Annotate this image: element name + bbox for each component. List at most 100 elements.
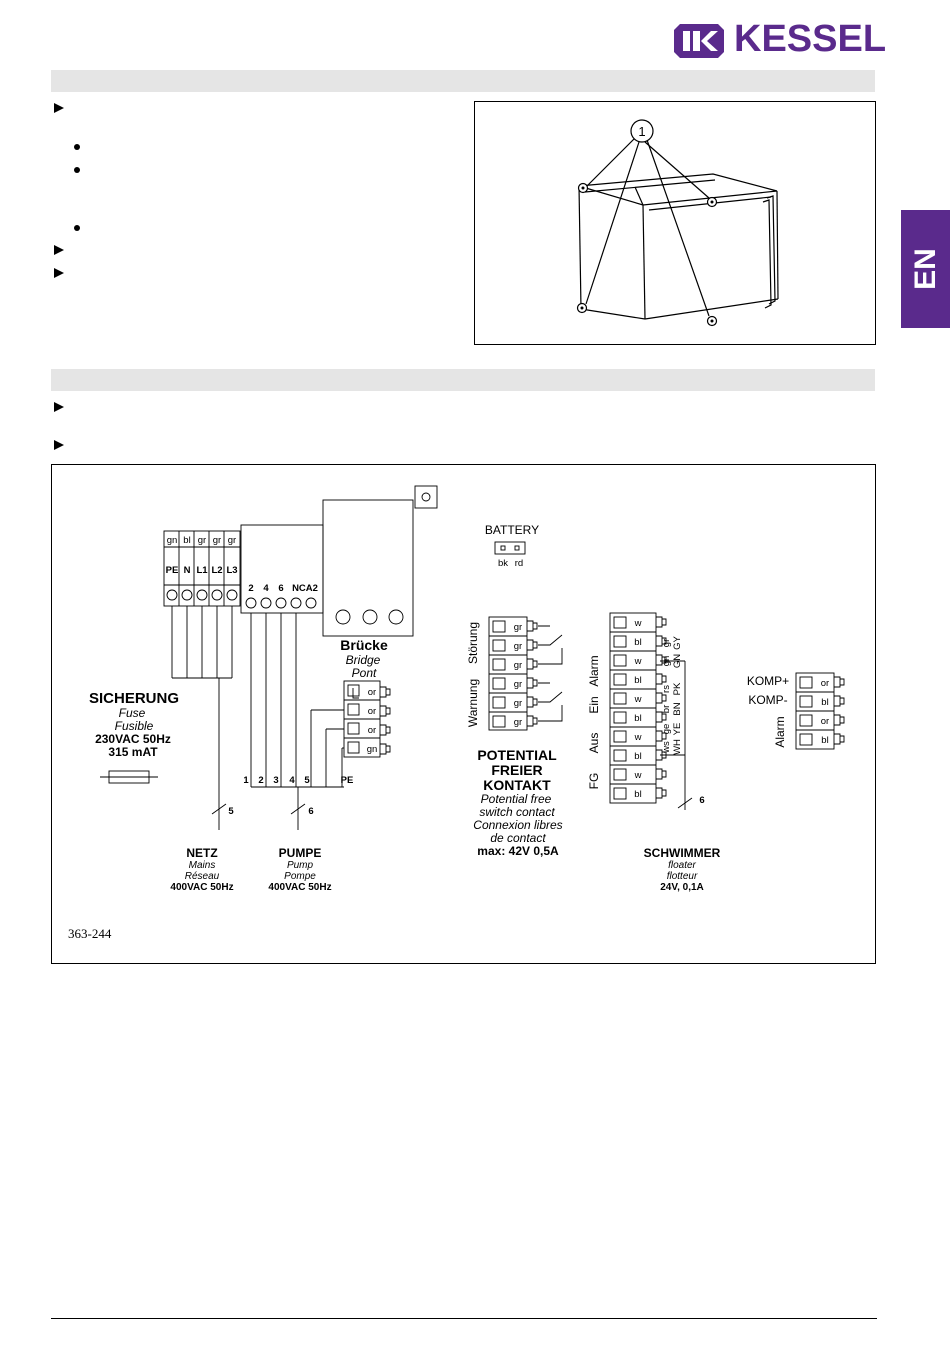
instruction-arrow-icon: [54, 440, 64, 450]
bridge-en: Bridge: [346, 653, 381, 667]
float-code-en: PK: [672, 682, 683, 695]
contact-fr-2: de contact: [490, 831, 546, 845]
komp-alarm-label: Alarm: [773, 716, 787, 747]
pump-fr: Pompe: [284, 871, 316, 882]
wire-color-label: gr: [514, 622, 522, 633]
float-code-de: ws: [661, 741, 672, 754]
float-en: floater: [668, 860, 696, 871]
mains-fr: Réseau: [185, 871, 220, 882]
fuse-current: 315 mAT: [108, 745, 158, 759]
terminal-label: 2: [258, 775, 263, 786]
terminal-label: NCA2: [292, 583, 318, 594]
warning-label: Warnung: [466, 679, 480, 727]
float-code-en: BN: [672, 702, 683, 715]
float-code-de: gr: [661, 639, 672, 647]
terminal-label: 2: [248, 583, 253, 594]
terminal-label: L1: [196, 565, 208, 576]
language-tab[interactable]: EN: [901, 210, 950, 328]
wire-color-label: w: [634, 732, 642, 743]
bullet-dot-icon: [74, 225, 80, 231]
instruction-arrow-icon: [54, 268, 64, 278]
section-header-bar: [51, 369, 875, 391]
fuse-rating: 230VAC 50Hz: [95, 732, 171, 746]
float-group-fg: FG: [587, 773, 601, 790]
contact-title-1: POTENTIAL: [477, 747, 557, 763]
mains-rating: 400VAC 50Hz: [170, 882, 233, 893]
language-tab-label: EN: [908, 248, 942, 290]
housing-drawing: 1: [576, 119, 779, 327]
wire-color-label: gr: [514, 641, 522, 652]
kessel-logo-mark: [674, 24, 724, 58]
mains-title: NETZ: [186, 846, 217, 860]
wire-color-label: gr: [213, 535, 221, 546]
contact-en: Potential free: [481, 792, 552, 806]
contact-en-2: switch contact: [479, 805, 555, 819]
float-code-de: ge: [661, 724, 672, 735]
float-group-off: Aus: [587, 733, 601, 754]
fuse-fr: Fusible: [115, 719, 154, 733]
float-group-on: Ein: [587, 696, 601, 713]
wire-count-label: 5: [228, 806, 234, 817]
contact-title-2: FREIER: [491, 762, 542, 778]
kessel-logo: KESSEL: [672, 18, 886, 60]
mains-en: Mains: [189, 860, 216, 871]
bullet-dot-icon: [74, 144, 80, 150]
wire-color-label: gr: [198, 535, 206, 546]
fuse-title: SICHERUNG: [89, 690, 179, 707]
float-code-en: GN: [672, 654, 683, 668]
terminal-label: N: [184, 565, 191, 576]
wire-color-label: gr: [514, 679, 522, 690]
float-code-en: GY: [672, 635, 683, 649]
wire-color-label: w: [634, 694, 642, 705]
contact-max: max: 42V 0,5A: [477, 844, 559, 858]
wire-color-label: gr: [514, 660, 522, 671]
terminal-label: PE: [166, 565, 179, 576]
float-code-de: rs: [661, 685, 672, 693]
drawing-number: 363-244: [68, 926, 112, 941]
wire-color-label: or: [821, 716, 829, 727]
float-title: SCHWIMMER: [644, 846, 721, 860]
pump-rating: 400VAC 50Hz: [268, 882, 331, 893]
contact-fr: Connexion libres: [473, 818, 562, 832]
terminal-label: 4: [263, 583, 269, 594]
housing-screw-figure: 1: [474, 101, 876, 345]
float-code-en: WH: [672, 739, 683, 755]
wire-count-label: 6: [308, 806, 313, 817]
wire-color-label: gr: [514, 698, 522, 709]
wire-color-label: bl: [634, 789, 641, 800]
terminal-label: L3: [226, 565, 237, 576]
callout-number: 1: [638, 124, 645, 139]
terminal-label: L2: [211, 565, 222, 576]
wire-color-label: bl: [821, 735, 828, 746]
contact-title-3: KONTAKT: [483, 777, 551, 793]
komp-minus-label: KOMP-: [748, 693, 787, 707]
wire-color-label: gr: [228, 535, 236, 546]
float-rating: 24V, 0,1A: [660, 882, 704, 893]
terminal-label: PE: [341, 775, 354, 786]
float-code-de: gn: [661, 656, 672, 667]
battery-label: BATTERY: [485, 523, 539, 537]
fault-label: Störung: [466, 622, 480, 664]
float-code-de: br: [661, 705, 672, 713]
fuse-en: Fuse: [119, 706, 146, 720]
pump-en: Pump: [287, 860, 314, 871]
wire-color-label: or: [821, 678, 829, 689]
battery-rd: rd: [515, 558, 523, 569]
wire-color-label: w: [634, 656, 642, 667]
wire-color-label: bl: [634, 751, 641, 762]
terminal-label: 1: [243, 775, 249, 786]
terminal-label: 6: [278, 583, 283, 594]
instruction-arrow-icon: [54, 245, 64, 255]
float-fr: flotteur: [667, 871, 698, 882]
wire-color-label: bl: [183, 535, 190, 546]
footer-divider: [51, 1318, 877, 1319]
brand-name: KESSEL: [734, 18, 887, 60]
wire-color-label: or: [368, 687, 376, 698]
wire-color-label: bl: [634, 637, 641, 648]
wire-color-label: bl: [634, 675, 641, 686]
bridge-fr: Pont: [352, 666, 377, 680]
wire-color-label: or: [368, 706, 376, 717]
wire-color-label: w: [634, 618, 642, 629]
section-header-bar: [51, 70, 875, 92]
wire-color-label: gn: [367, 744, 378, 755]
